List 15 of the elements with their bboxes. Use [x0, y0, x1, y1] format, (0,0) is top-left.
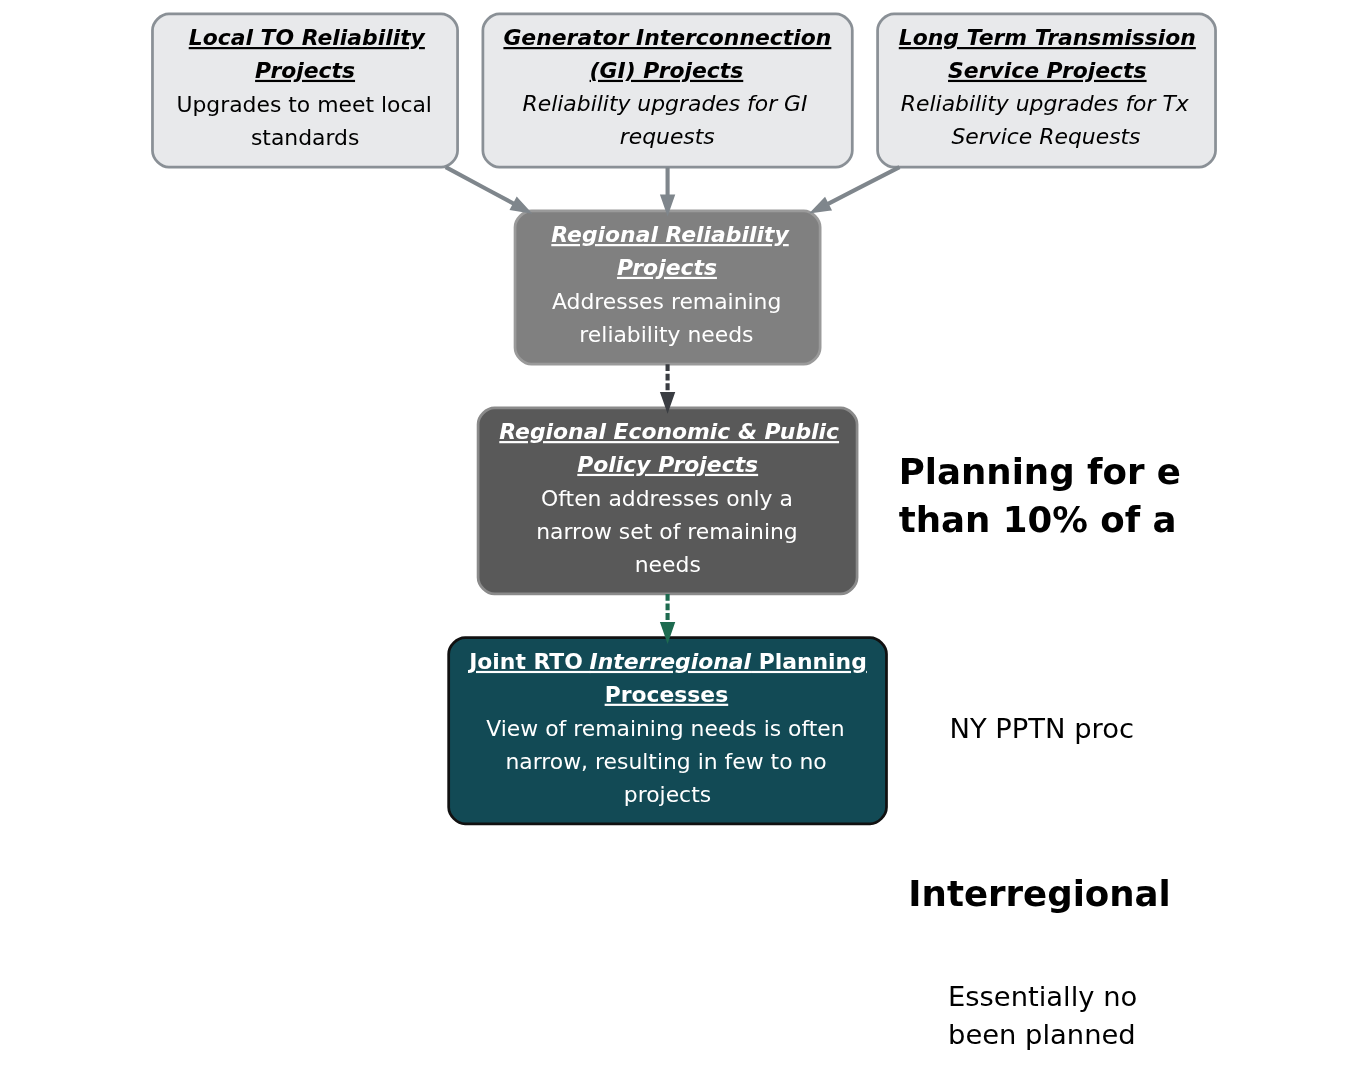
arrow: [809, 165, 901, 214]
arrow: [444, 165, 533, 214]
node-box: Local TO Reliability Projects Upgrades to meet local standards: [151, 12, 459, 169]
label: Planning for e than 10% of a: [898, 451, 1181, 541]
arrow: [659, 364, 676, 414]
node-box: Joint RTO Interregional Planning Processes View of remaining needs is often narrow, resulting in few to no projects: [447, 636, 888, 826]
node-box: Regional Reliability Projects Addresses remaining reliability needs: [513, 209, 822, 366]
arrow: [659, 593, 676, 644]
label: Essentially no been planned: [948, 980, 1138, 1051]
label: NY PPTN proc: [949, 712, 1134, 744]
node-box: Regional Economic & Public Policy Projects Often addresses only a narrow set of remaining needs: [476, 406, 859, 596]
node-box: Generator Interconnection (GI) Projects Reliability upgrades for GI requests: [481, 12, 854, 169]
node-box: Long Term Transmission Service Projects Reliability upgrades for Tx Service Requests: [876, 12, 1217, 169]
arrow: [659, 167, 676, 217]
label: Interregional: [908, 873, 1171, 915]
